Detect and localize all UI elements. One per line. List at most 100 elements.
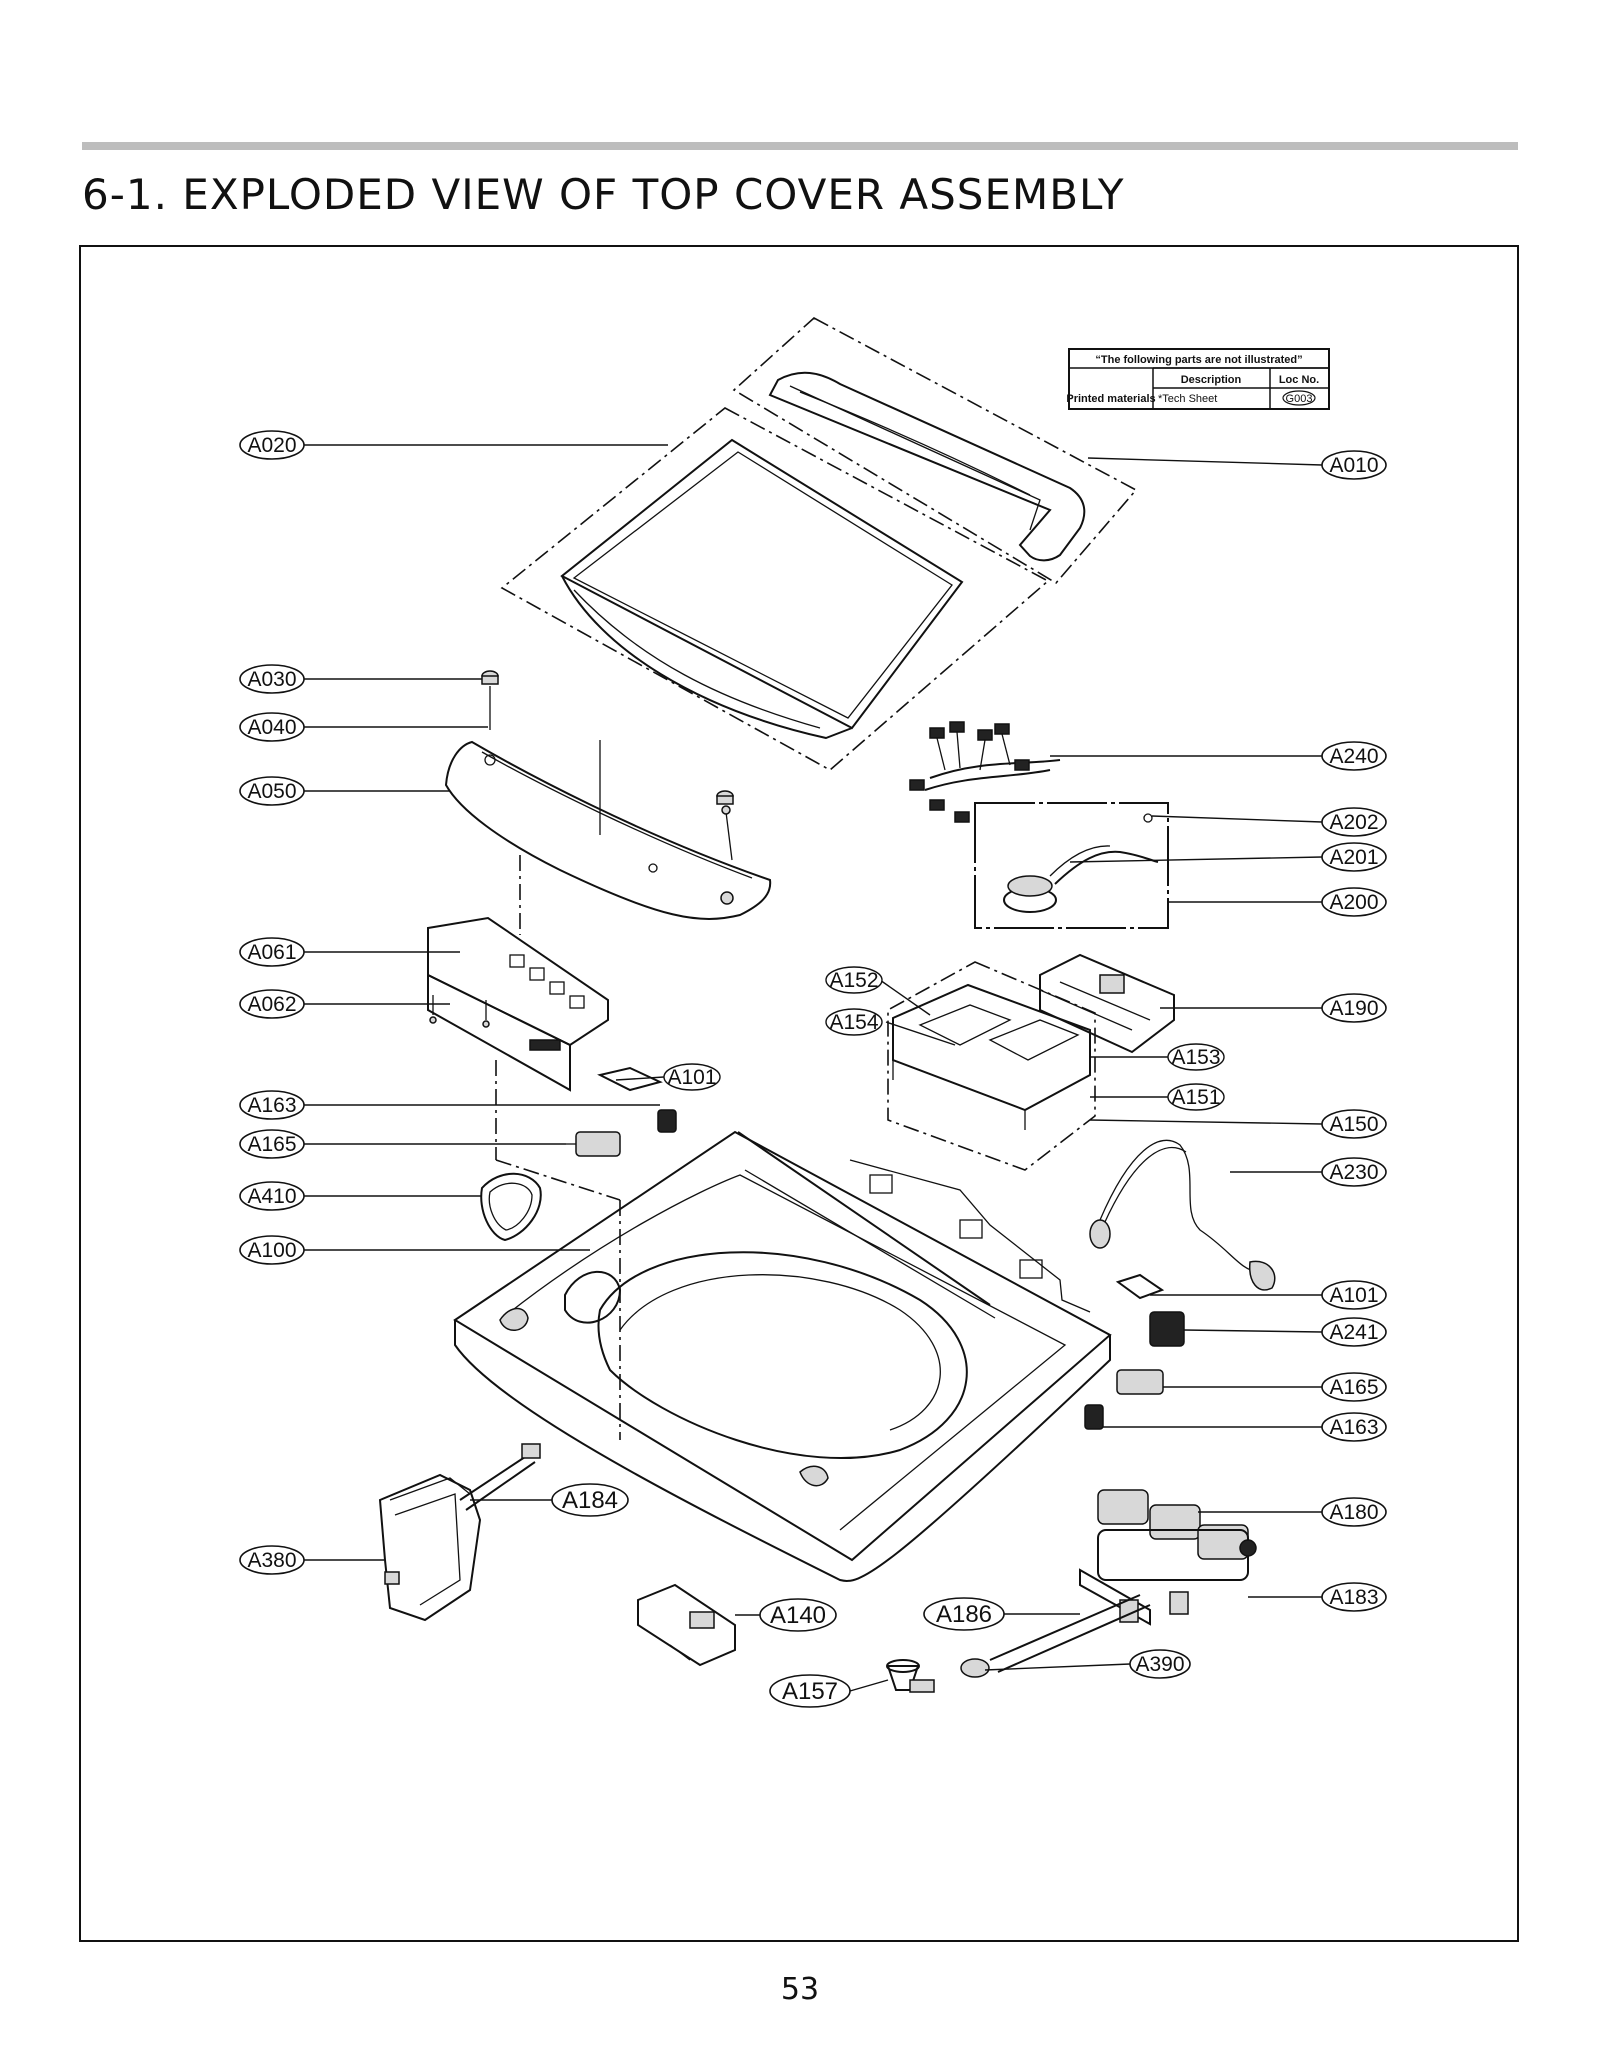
soap-box-part (378, 1443, 541, 1622)
pressure-switch-box (974, 802, 1169, 929)
callout-a030: A030 (239, 664, 305, 694)
svg-text:A184: A184 (562, 1487, 618, 1514)
svg-text:A030: A030 (247, 668, 296, 691)
ring-part (480, 1172, 542, 1242)
svg-text:A163: A163 (1329, 1416, 1378, 1439)
svg-text:A101: A101 (1329, 1284, 1378, 1307)
svg-text:A240: A240 (1329, 745, 1378, 768)
legend-row-description: *Tech Sheet (1158, 393, 1217, 405)
callout-a140: A140 (759, 1598, 837, 1632)
callout-a380: A380 (239, 1545, 305, 1575)
callout-a190: A190 (1321, 993, 1387, 1023)
door-switch-parts-left (566, 1109, 677, 1157)
legend-col-description: Description (1181, 374, 1242, 386)
lid-glass-part (560, 438, 964, 740)
door-switch-parts-right (1084, 1273, 1185, 1430)
leader-lines (304, 444, 1323, 1692)
svg-text:A410: A410 (247, 1185, 296, 1208)
legend-row-loc: G003 (1286, 393, 1313, 405)
callout-a230: A230 (1321, 1157, 1387, 1187)
svg-text:A390: A390 (1135, 1653, 1184, 1676)
dispenser-group (887, 961, 1096, 1171)
svg-text:A140: A140 (770, 1602, 826, 1629)
legend-col-loc: Loc No. (1279, 374, 1319, 386)
callout-a202: A202 (1321, 807, 1387, 837)
small-bracket-part (597, 1066, 663, 1092)
callout-a165-right: A165 (1321, 1372, 1387, 1402)
callout-a157: A157 (769, 1674, 851, 1708)
svg-text:A230: A230 (1329, 1161, 1378, 1184)
top-rule (82, 142, 1518, 150)
callout-a186: A186 (923, 1597, 1005, 1631)
callout-a154: A154 (825, 1008, 883, 1036)
svg-text:A151: A151 (1171, 1086, 1220, 1109)
svg-text:A152: A152 (829, 969, 878, 992)
svg-text:A201: A201 (1329, 846, 1378, 869)
callout-a100: A100 (239, 1235, 305, 1265)
callout-a151: A151 (1167, 1083, 1225, 1111)
svg-text:A180: A180 (1329, 1501, 1378, 1524)
callout-a040: A040 (239, 712, 305, 742)
not-illustrated-legend: “The following parts are not illustrated… (1066, 348, 1330, 410)
pressure-switch-part (1003, 813, 1159, 913)
callout-a150: A150 (1321, 1109, 1387, 1139)
diagram-frame (79, 245, 1519, 1942)
svg-text:A040: A040 (247, 716, 296, 739)
pcb-part (427, 916, 609, 1092)
page-title: 6-1. EXPLODED VIEW OF TOP COVER ASSEMBLY (82, 170, 1125, 219)
funnel-part (886, 1659, 935, 1693)
svg-text:A165: A165 (247, 1133, 296, 1156)
svg-text:A101: A101 (667, 1066, 716, 1089)
svg-text:A190: A190 (1329, 997, 1378, 1020)
svg-text:A186: A186 (936, 1601, 992, 1628)
callout-a390: A390 (1129, 1649, 1191, 1679)
svg-text:A183: A183 (1329, 1586, 1378, 1609)
svg-text:A157: A157 (782, 1678, 838, 1705)
legend-header: “The following parts are not illustrated… (1095, 354, 1302, 366)
svg-text:A241: A241 (1329, 1321, 1378, 1344)
callout-a183: A183 (1321, 1582, 1387, 1612)
control-panel-cover-part (444, 740, 772, 920)
callout-a201: A201 (1321, 842, 1387, 872)
dispenser-drawer-part (892, 983, 1091, 1130)
callout-a153: A153 (1167, 1043, 1225, 1071)
top-cover-main-part (453, 1130, 1112, 1582)
svg-text:A380: A380 (247, 1549, 296, 1572)
callout-a061: A061 (239, 937, 305, 967)
svg-text:A202: A202 (1329, 811, 1378, 834)
callout-a180: A180 (1321, 1497, 1387, 1527)
callout-a163-left: A163 (239, 1090, 305, 1120)
callout-a062: A062 (239, 989, 305, 1019)
callout-a050: A050 (239, 776, 305, 806)
callout-a163-right: A163 (1321, 1412, 1387, 1442)
page-number: 53 (780, 1972, 820, 2007)
callout-a165-left: A165 (239, 1129, 305, 1159)
lid-handle-part (768, 371, 1086, 562)
callout-a241: A241 (1321, 1317, 1387, 1347)
callout-a240: A240 (1321, 741, 1387, 771)
svg-text:A150: A150 (1329, 1113, 1378, 1136)
lid-frame-group (732, 317, 1138, 585)
svg-text:A165: A165 (1329, 1376, 1378, 1399)
callout-a200: A200 (1321, 887, 1387, 917)
svg-text:A153: A153 (1171, 1046, 1220, 1069)
wire-harness-part (909, 721, 1061, 823)
legend-row-category: Printed materials (1066, 393, 1155, 405)
svg-text:A062: A062 (247, 993, 296, 1016)
svg-text:A100: A100 (247, 1239, 296, 1262)
svg-text:A010: A010 (1329, 454, 1378, 477)
knob-screw-parts (481, 670, 734, 861)
callout-a010: A010 (1321, 450, 1387, 480)
power-cord-part (1089, 1139, 1276, 1291)
svg-text:A020: A020 (247, 434, 296, 457)
callout-a101-top: A101 (663, 1063, 721, 1091)
sensor-part (637, 1583, 736, 1667)
callout-a101-bottom: A101 (1321, 1280, 1387, 1310)
svg-text:A200: A200 (1329, 891, 1378, 914)
svg-text:A061: A061 (247, 941, 296, 964)
callout-a020: A020 (239, 430, 305, 460)
lid-glass-group (500, 407, 1050, 771)
dispenser-box-part (1039, 953, 1175, 1054)
callout-a184: A184 (551, 1483, 629, 1517)
